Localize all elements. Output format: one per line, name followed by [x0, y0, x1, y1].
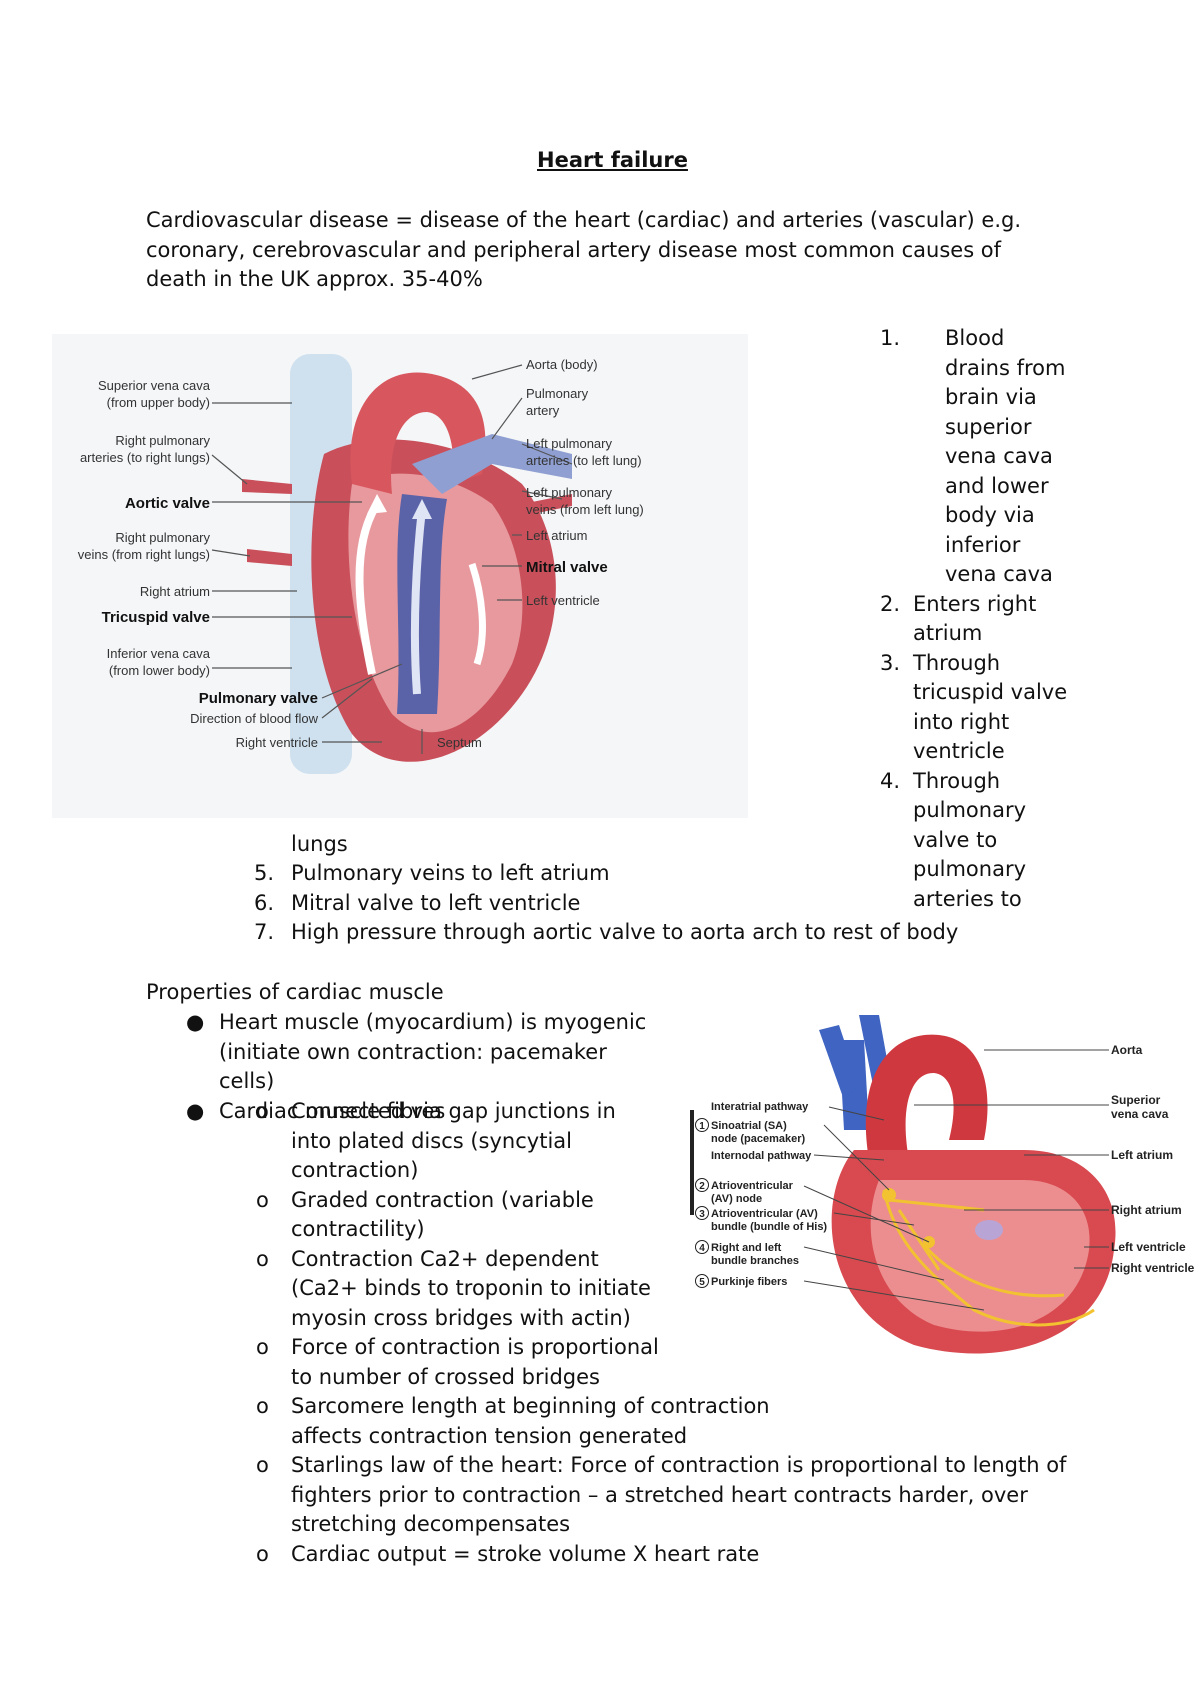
bullet-icon: ● — [186, 1098, 205, 1123]
label-his-sub: bundle (bundle of His) — [711, 1221, 827, 1233]
properties-list: ●Heart muscle (myocardium) is myogenic (… — [180, 1008, 660, 1126]
circle-bullet-icon: o — [256, 1246, 269, 1271]
label-right-ventricle: Right ventricle — [236, 735, 318, 750]
label-septum: Septum — [437, 735, 482, 750]
label-pulm-artery: Pulmonary — [526, 386, 589, 401]
label-right-ventricle: Right ventricle — [1111, 1261, 1194, 1275]
label-lpa-sub: arteries (to left lung) — [526, 453, 642, 468]
label-sa: Sinoatrial (SA) — [711, 1120, 787, 1132]
heart-anatomy-diagram: Superior vena cava (from upper body) Rig… — [52, 334, 748, 818]
list-item: 7. High pressure through aortic valve to… — [254, 920, 959, 944]
list-item: ●Cardiac muscle fibres — [180, 1097, 660, 1127]
label-aorta: Aorta — [1111, 1043, 1143, 1057]
label-lpv: Left pulmonary — [526, 485, 612, 500]
label-svc: Superior — [1111, 1093, 1161, 1107]
label-pulm-artery-sub: artery — [526, 403, 560, 418]
label-rpa-sub: arteries (to right lungs) — [80, 450, 210, 465]
label-pulmonary-valve: Pulmonary valve — [199, 690, 318, 707]
label-left-ventricle: Left ventricle — [526, 593, 600, 608]
label-right-atrium: Right atrium — [140, 584, 210, 599]
circulation-steps-upper: 1. Blood drains from brain via superior … — [880, 324, 1070, 914]
list-item: 5. Pulmonary veins to left atrium — [254, 861, 610, 885]
label-blood-flow: Direction of blood flow — [190, 711, 319, 726]
label-mitral-valve: Mitral valve — [526, 559, 608, 576]
circle-bullet-icon: o — [256, 1541, 269, 1566]
circle-bullet-icon: o — [256, 1394, 269, 1418]
list-item: 2. Enters right atrium — [880, 591, 1037, 646]
label-left-ventricle: Left ventricle — [1111, 1240, 1186, 1254]
step-4-continuation: lungs — [291, 832, 348, 856]
step-3-icon: 3 — [699, 1209, 705, 1220]
label-purkinje: Purkinje fibers — [711, 1276, 787, 1288]
label-svc-sub: vena cava — [1111, 1107, 1169, 1121]
intro-paragraph: Cardiovascular disease = disease of the … — [146, 208, 1021, 291]
label-av-sub: (AV) node — [711, 1193, 762, 1205]
label-svc-sub: (from upper body) — [107, 395, 210, 410]
properties-heading: Properties of cardiac muscle — [146, 980, 444, 1004]
label-ivc-sub: (from lower body) — [109, 663, 210, 678]
list-item: 6. Mitral valve to left ventricle — [254, 890, 581, 915]
circle-bullet-icon: o — [256, 1453, 269, 1477]
step-4-icon: 4 — [699, 1243, 705, 1254]
label-interatrial: Interatrial pathway — [711, 1101, 809, 1113]
circulation-steps-lower: 5. Pulmonary veins to left atrium 6. Mit… — [254, 859, 958, 948]
label-rpv: Right pulmonary — [115, 530, 210, 545]
label-rpa: Right pulmonary — [115, 433, 210, 448]
label-rpv-sub: veins (from right lungs) — [78, 547, 210, 562]
conduction-system-diagram: Aorta Superior vena cava Left atrium Rig… — [684, 1010, 1195, 1370]
list-item: 4. Through pulmonary valve to pulmonary … — [880, 768, 1027, 911]
label-bb-sub: bundle branches — [711, 1255, 799, 1267]
label-bb: Right and left — [711, 1242, 782, 1254]
circle-bullet-icon: o — [256, 1099, 269, 1123]
label-lpa: Left pulmonary — [526, 436, 612, 451]
label-his: Atrioventricular (AV) — [711, 1208, 818, 1220]
label-svc: Superior vena cava — [98, 378, 211, 393]
page-title: Heart failure — [537, 148, 688, 172]
step-2-icon: 2 — [699, 1181, 705, 1192]
list-item: 3. Through tricuspid valve into right ve… — [880, 650, 1068, 764]
label-internodal: Internodal pathway — [711, 1150, 812, 1162]
label-lpv-sub: veins (from left lung) — [526, 502, 644, 517]
circle-bullet-icon: o — [256, 1335, 269, 1359]
label-av: Atrioventricular — [711, 1180, 794, 1192]
label-left-atrium: Left atrium — [526, 528, 587, 543]
label-left-atrium: Left atrium — [1111, 1148, 1173, 1162]
label-tricuspid-valve: Tricuspid valve — [102, 609, 210, 626]
label-sa-sub: node (pacemaker) — [711, 1133, 805, 1145]
step-5-icon: 5 — [699, 1277, 705, 1288]
list-item: ●Heart muscle (myocardium) is myogenic (… — [186, 1010, 647, 1093]
label-right-atrium: Right atrium — [1111, 1203, 1182, 1217]
step-1-icon: 1 — [699, 1121, 705, 1132]
bullet-icon: ● — [186, 1010, 205, 1034]
label-aortic-valve: Aortic valve — [125, 495, 210, 512]
label-ivc: Inferior vena cava — [107, 646, 211, 661]
label-aorta-body: Aorta (body) — [526, 357, 598, 372]
circle-bullet-icon: o — [256, 1187, 269, 1212]
list-item: 1. Blood drains from brain via superior … — [880, 326, 1066, 586]
